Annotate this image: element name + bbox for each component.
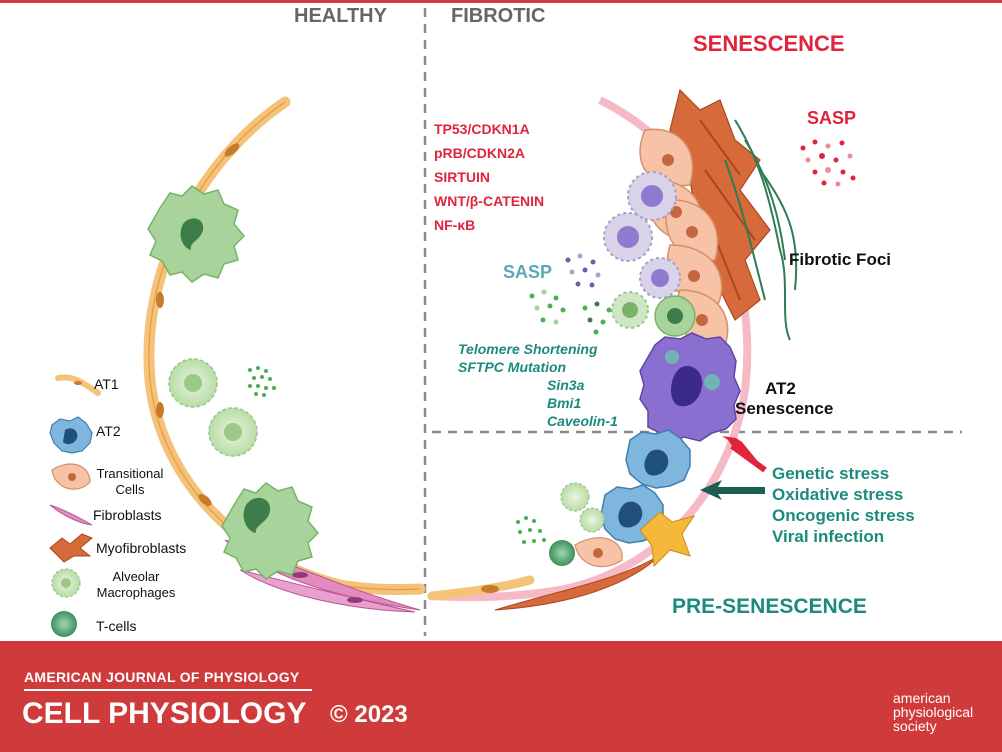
top-border <box>0 0 1002 3</box>
pathway-item: pRB/CDKN2A <box>434 145 525 161</box>
healthy-macrophages <box>147 185 320 580</box>
legend-label-myofibroblasts: Myofibroblasts <box>96 540 187 556</box>
legend-label-macrophages: Alveolar Macrophages <box>96 569 176 600</box>
sasp-dots-purple <box>565 253 601 288</box>
pre-senescence-cells <box>494 482 696 611</box>
copyright: © 2023 <box>330 701 408 728</box>
journal-underline <box>24 689 312 691</box>
pre-senescent-at2-cells <box>600 429 691 544</box>
stress-item: Oxidative stress <box>772 485 904 504</box>
senescent-at2-cell <box>639 332 741 444</box>
stress-item: Genetic stress <box>772 464 890 483</box>
society-name-line: physiological <box>893 704 974 720</box>
mechanism-item: Sin3a <box>547 377 585 393</box>
mechanism-item: SFTPC Mutation <box>458 359 567 375</box>
at2-senescence-line-1: AT2 <box>765 379 796 398</box>
at2-senescence-line-2: Senescence <box>735 399 834 418</box>
legend-label-transitional: Transitional Cells <box>96 466 164 497</box>
fibrotic-header: FIBROTIC <box>451 5 546 27</box>
sasp-dots-red <box>800 139 856 187</box>
stress-item: Viral infection <box>772 527 885 546</box>
legend-label-at1: AT1 <box>94 376 119 392</box>
journal-footer: AMERICAN JOURNAL OF PHYSIOLOGY CELL PHYS… <box>0 641 1002 752</box>
society-name-line: american <box>893 690 951 706</box>
society-name: american physiological society <box>893 691 973 733</box>
senescent-macrophages <box>603 171 696 337</box>
mechanism-item: Caveolin-1 <box>547 413 618 429</box>
legend-fibroblast-icon <box>49 504 93 526</box>
pathway-item: SIRTUIN <box>434 169 490 185</box>
pre-senescence-label: PRE-SENESCENCE <box>672 595 867 618</box>
senescence-label: SENESCENCE <box>693 31 845 56</box>
legend-icons <box>49 374 101 637</box>
pathway-item: TP53/CDKN1A <box>434 121 530 137</box>
teal-stress-arrow <box>700 480 765 500</box>
journal-title: CELL PHYSIOLOGY <box>22 697 307 730</box>
legend-tcell-icon <box>51 611 77 637</box>
legend-at1-icon <box>55 374 101 396</box>
fibrotic-foci-label: Fibrotic Foci <box>789 250 891 269</box>
sasp-red-label: SASP <box>807 108 857 128</box>
healthy-header: HEALTHY <box>294 5 387 27</box>
sasp-teal-label: SASP <box>503 262 553 282</box>
pathway-item: NF-κB <box>434 217 476 233</box>
pathway-item: WNT/β-CATENIN <box>434 193 545 209</box>
journal-name: AMERICAN JOURNAL OF PHYSIOLOGY <box>24 669 300 685</box>
sasp-dots-green <box>529 289 612 335</box>
legend-myofibroblast-icon <box>49 533 93 563</box>
mechanism-item: Telomere Shortening <box>458 341 598 357</box>
society-name-line: society <box>893 718 937 734</box>
legend-label-fibroblasts: Fibroblasts <box>93 507 162 523</box>
stress-item: Oncogenic stress <box>772 506 915 525</box>
legend-label-tcells: T-cells <box>96 618 137 634</box>
mechanism-item: Bmi1 <box>547 395 582 411</box>
legend-label-at2: AT2 <box>96 423 121 439</box>
